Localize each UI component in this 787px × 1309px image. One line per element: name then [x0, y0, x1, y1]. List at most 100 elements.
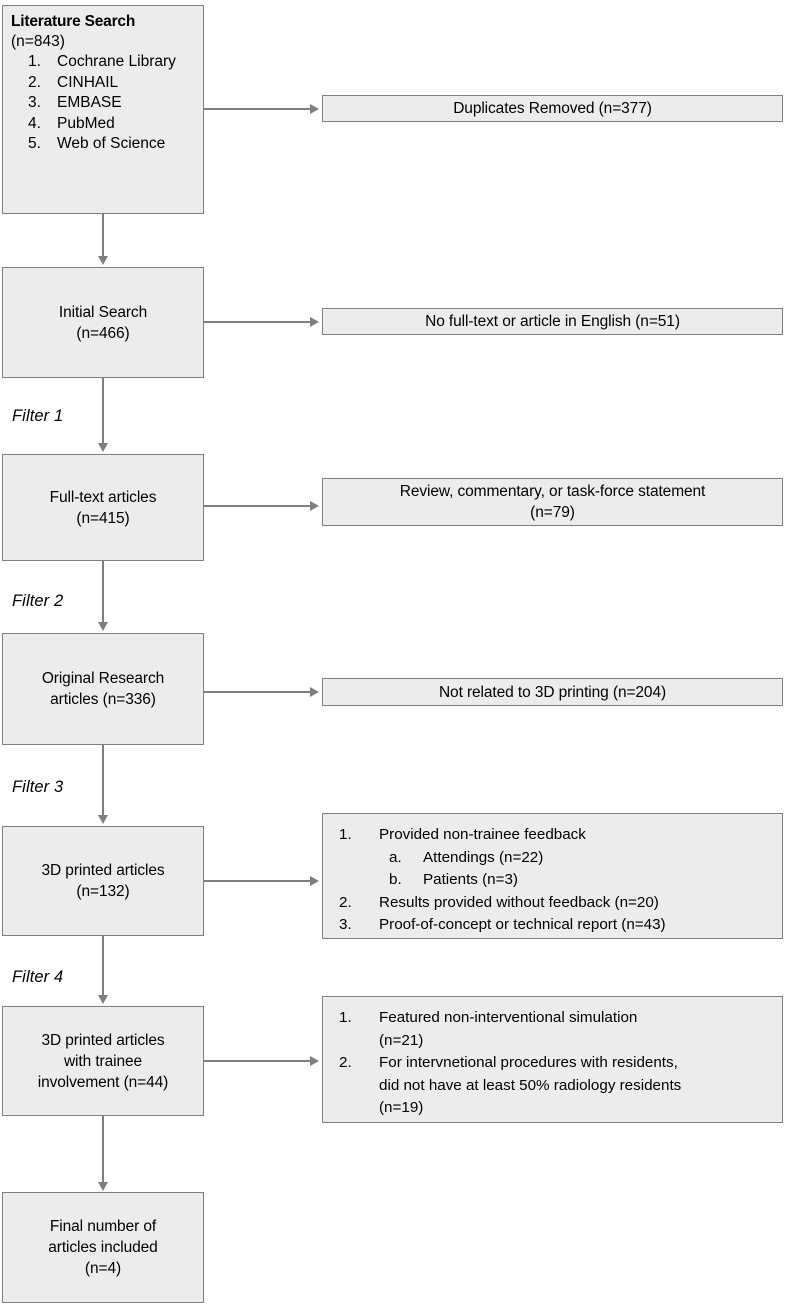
- node-line: Full-text articles: [49, 488, 157, 506]
- node-line: Original Research: [41, 670, 165, 687]
- node-initial-search[interactable]: Initial Search (n=466): [2, 267, 204, 378]
- list-item: 4. PubMed: [11, 114, 197, 135]
- arrowhead-icon: [310, 687, 319, 697]
- node-trainee-involvement-text: 3D printed articles with trainee involve…: [37, 1030, 169, 1093]
- node-3d-printed-articles-text: 3D printed articles (n=132): [41, 860, 164, 902]
- connector-original-to-printed: [102, 745, 104, 816]
- node-line: (n=415): [76, 509, 130, 527]
- arrowhead-icon: [310, 317, 319, 327]
- arrowhead-icon: [310, 501, 319, 511]
- connector-printed-to-trainee: [102, 936, 104, 996]
- list-item: 3. EMBASE: [11, 93, 197, 114]
- arrowhead-icon: [98, 815, 108, 824]
- list-item-label: PubMed: [57, 114, 115, 132]
- list-item: 1. Cochrane Library: [11, 52, 197, 73]
- connector-printed-to-reasons: [204, 880, 312, 882]
- arrowhead-icon: [310, 104, 319, 114]
- node-line: Final number of: [49, 1218, 157, 1235]
- connector-initial-to-nofulltext: [204, 321, 312, 323]
- filter4-reason-list: 1. Featured non-interventional simulatio…: [323, 1007, 776, 1120]
- literature-search-count: (n=843): [11, 33, 65, 50]
- connector-original-to-not3d: [204, 691, 312, 693]
- list-item-label: Attendings (n=22): [423, 848, 544, 866]
- list-marker: 2.: [28, 73, 41, 91]
- literature-search-source-list: 1. Cochrane Library 2. CINHAIL 3. EMBASE…: [11, 52, 197, 155]
- node-3d-printed-articles[interactable]: 3D printed articles (n=132): [2, 826, 204, 936]
- filter-label-1: Filter 1: [12, 407, 64, 425]
- list-marker: 3.: [28, 94, 41, 111]
- node-line: (n=132): [76, 883, 130, 900]
- arrowhead-icon: [98, 256, 108, 265]
- list-marker: 1.: [339, 1009, 352, 1026]
- list-marker: 2.: [339, 893, 352, 911]
- connector-trainee-to-final: [102, 1116, 104, 1183]
- list-item-label: Featured non-interventional simulation: [379, 1009, 638, 1026]
- list-marker: 3.: [339, 916, 352, 933]
- list-item-label: For intervnetional procedures with resid…: [379, 1054, 678, 1071]
- exclusion-filter4-reasons[interactable]: 1. Featured non-interventional simulatio…: [322, 996, 783, 1123]
- node-line: (n=79): [530, 504, 575, 521]
- node-final-included-text: Final number of articles included (n=4): [48, 1216, 158, 1279]
- arrowhead-icon: [98, 995, 108, 1004]
- exclusion-review-commentary-text: Review, commentary, or task-force statem…: [400, 481, 706, 523]
- node-full-text-articles-text: Full-text articles (n=415): [50, 487, 157, 529]
- list-item: b. Patients (n=3): [379, 869, 776, 892]
- list-item-label: EMBASE: [57, 94, 122, 111]
- arrowhead-icon: [98, 443, 108, 452]
- list-item: 2. Results provided without feedback (n=…: [323, 892, 776, 915]
- filter3-reason-list: 1. Provided non-trainee feedback a. Atte…: [323, 824, 776, 937]
- arrowhead-icon: [98, 1182, 108, 1191]
- list-item-label: did not have at least 50% radiology resi…: [379, 1076, 682, 1094]
- arrowhead-icon: [98, 622, 108, 631]
- exclusion-review-commentary[interactable]: Review, commentary, or task-force statem…: [322, 478, 783, 526]
- node-literature-search[interactable]: Literature Search (n=843) 1. Cochrane Li…: [2, 5, 204, 214]
- exclusion-not-3d-printing[interactable]: Not related to 3D printing (n=204): [322, 678, 783, 706]
- exclusion-filter3-reasons[interactable]: 1. Provided non-trainee feedback a. Atte…: [322, 813, 783, 939]
- list-item-label: Provided non-trainee feedback: [379, 826, 586, 843]
- literature-search-title: Literature Search: [11, 13, 136, 30]
- list-marker: b.: [389, 871, 402, 888]
- node-line: with trainee: [63, 1052, 143, 1070]
- list-item-label: Results provided without feedback (n=20): [379, 893, 659, 911]
- filter3-sub-reason-list: a. Attendings (n=22) b. Patients (n=3): [379, 847, 776, 892]
- node-line: Initial Search: [58, 303, 148, 321]
- arrowhead-icon: [310, 876, 319, 886]
- list-item-label: Patients (n=3): [423, 871, 518, 888]
- node-original-research[interactable]: Original Research articles (n=336): [2, 633, 204, 745]
- list-item-label: Cochrane Library: [57, 53, 176, 70]
- list-item-label: CINHAIL: [57, 73, 119, 91]
- node-line: 3D printed articles: [41, 862, 165, 879]
- list-marker: 5.: [28, 135, 41, 152]
- list-marker: a.: [389, 848, 402, 866]
- list-item: a. Attendings (n=22): [379, 847, 776, 870]
- list-marker: 1.: [339, 826, 352, 843]
- connector-trainee-to-reasons: [204, 1060, 312, 1062]
- list-item-label: Web of Science: [57, 135, 166, 152]
- node-final-included[interactable]: Final number of articles included (n=4): [2, 1192, 204, 1303]
- node-line: Review, commentary, or task-force statem…: [399, 483, 706, 500]
- node-line: (n=466): [76, 324, 130, 342]
- exclusion-duplicates-label: Duplicates Removed (n=377): [453, 100, 652, 117]
- exclusion-not-3d-printing-label: Not related to 3D printing (n=204): [438, 683, 667, 701]
- node-line: 3D printed articles: [41, 1031, 165, 1049]
- list-marker: 4.: [28, 114, 41, 132]
- node-initial-search-text: Initial Search (n=466): [59, 302, 147, 344]
- node-line: involvement (n=44): [37, 1073, 169, 1091]
- list-item-label: Proof-of-concept or technical report (n=…: [379, 916, 666, 933]
- exclusion-no-full-text-label: No full-text or article in English (n=51…: [425, 313, 680, 330]
- connector-fulltext-to-original: [102, 561, 104, 623]
- arrowhead-icon: [310, 1056, 319, 1066]
- list-item: 1. Featured non-interventional simulatio…: [323, 1007, 776, 1052]
- node-full-text-articles[interactable]: Full-text articles (n=415): [2, 454, 204, 561]
- filter-label-2: Filter 2: [12, 592, 64, 610]
- node-trainee-involvement[interactable]: 3D printed articles with trainee involve…: [2, 1006, 204, 1116]
- list-item: 2. For intervnetional procedures with re…: [323, 1052, 776, 1120]
- exclusion-no-full-text[interactable]: No full-text or article in English (n=51…: [322, 308, 783, 335]
- connector-lit-to-duplicates: [204, 108, 312, 110]
- node-line: articles included: [48, 1239, 158, 1256]
- exclusion-duplicates[interactable]: Duplicates Removed (n=377): [322, 95, 783, 122]
- list-marker: 2.: [339, 1054, 352, 1071]
- list-item-label: (n=21): [379, 1031, 424, 1049]
- list-item: 5. Web of Science: [11, 134, 197, 155]
